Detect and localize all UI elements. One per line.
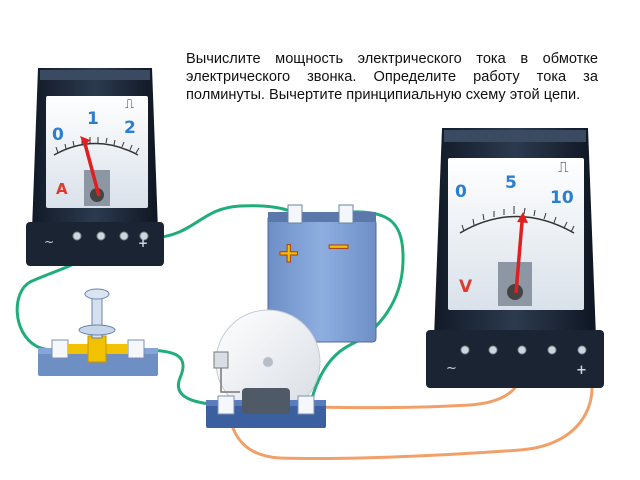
voltmeter-terminal-plus: + [576,363,587,378]
voltmeter-letter: V [459,277,473,297]
rheostat-slider [87,335,107,363]
voltmeter-scale-5: 5 [505,173,517,193]
bell-coil [242,388,290,414]
ammeter-scale-ticks [55,137,140,154]
voltmeter: 0 5 10 ⎍ V ~ + [426,128,604,388]
bell-hammer-box [213,351,229,369]
bell-hammer-arm [220,368,240,393]
wire-ammeter-to-battery [150,204,295,240]
wire-rheostat-to-bell [140,348,227,407]
ammeter-scale-1: 1 [87,109,99,129]
voltmeter-pointer-tip [517,212,528,223]
ammeter-terminals [72,231,149,241]
voltmeter-terminal-minus: ~ [446,361,457,376]
voltmeter-pointer [514,221,524,294]
ammeter-dc-symbol: ⎍ [125,97,134,112]
task-text: Вычислите мощность электрического тока в… [186,51,598,103]
electric-bell [206,309,326,428]
voltmeter-scale-arc [459,215,575,234]
ammeter: 0 1 2 ⎍ A ~ + [26,68,164,266]
battery-top [268,212,376,222]
ammeter-scale-arc [53,142,139,156]
ammeter-terminal-bar [26,222,164,266]
voltmeter-face [448,158,584,310]
rheostat-terminal-right [127,339,145,359]
voltmeter-terminals [460,345,587,355]
bell-terminal-left [217,395,235,415]
battery: + − [267,204,377,343]
wire-battery-to-bell [309,210,405,404]
voltmeter-scale-0: 0 [455,182,467,202]
rheostat [38,288,158,376]
ammeter-terminal-plus: + [138,236,148,250]
voltmeter-dc-symbol: ⎍ [558,158,569,176]
bell-terminal-right [297,395,315,415]
ammeter-top-strip [40,70,150,80]
battery-terminal-plus-post [287,204,303,224]
ammeter-scale-0: 0 [52,125,64,145]
ammeter-pointer [82,139,101,197]
battery-plus-label: + [277,236,300,269]
battery-terminal-minus-post [338,204,354,224]
ammeter-face [46,96,148,208]
ammeter-letter: A [56,180,68,198]
ammeter-terminal-minus: ~ [44,235,54,249]
voltmeter-terminal-bar [426,330,604,388]
rheostat-terminal-left [51,339,69,359]
voltmeter-top-strip [444,130,586,142]
voltmeter-scale-ticks [461,206,575,233]
rheostat-knob [84,288,110,300]
wire-voltmeter-to-bell-2 [226,350,594,461]
ammeter-scale-2: 2 [124,118,136,138]
voltmeter-scale-10: 10 [550,188,574,208]
ammeter-pointer-tip [80,136,90,147]
rheostat-collar [78,324,116,336]
battery-minus-label: − [326,229,351,264]
bell-screw [263,357,273,367]
